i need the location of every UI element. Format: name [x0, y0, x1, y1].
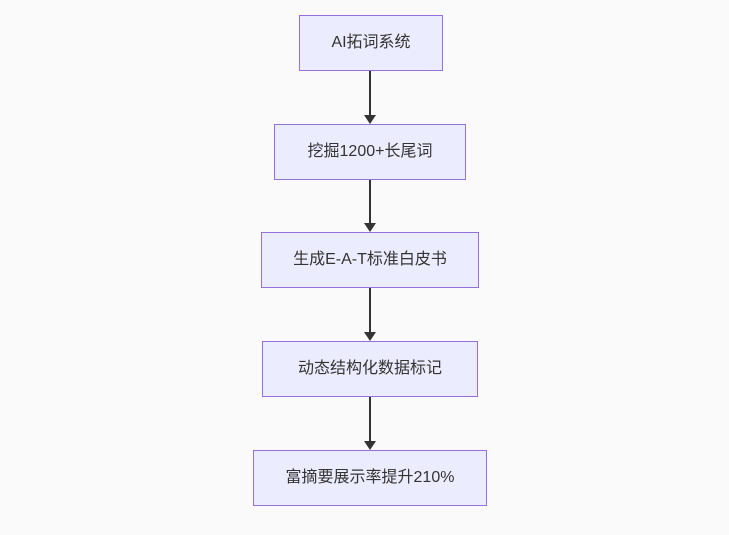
flow-node-dynamic-structured-data-markup: 动态结构化数据标记	[262, 341, 478, 397]
arrow-line	[369, 397, 371, 442]
edge-arrow-a-b	[364, 71, 376, 124]
edge-arrow-d-e	[364, 397, 376, 450]
flow-node-ai-word-expansion-system: AI拓词系统	[299, 15, 443, 71]
flow-node-rich-snippet-rate-increase: 富摘要展示率提升210%	[253, 450, 487, 506]
flow-node-mine-longtail-keywords: 挖掘1200+长尾词	[274, 124, 466, 180]
arrowhead-down-icon	[364, 115, 376, 124]
edge-arrow-b-c	[364, 180, 376, 232]
flow-node-generate-eat-whitepaper: 生成E-A-T标准白皮书	[261, 232, 479, 288]
arrowhead-down-icon	[364, 441, 376, 450]
arrowhead-down-icon	[364, 332, 376, 341]
arrowhead-down-icon	[364, 223, 376, 232]
edge-arrow-c-d	[364, 288, 376, 341]
arrow-line	[369, 288, 371, 333]
arrow-line	[369, 180, 371, 224]
arrow-line	[369, 71, 371, 116]
